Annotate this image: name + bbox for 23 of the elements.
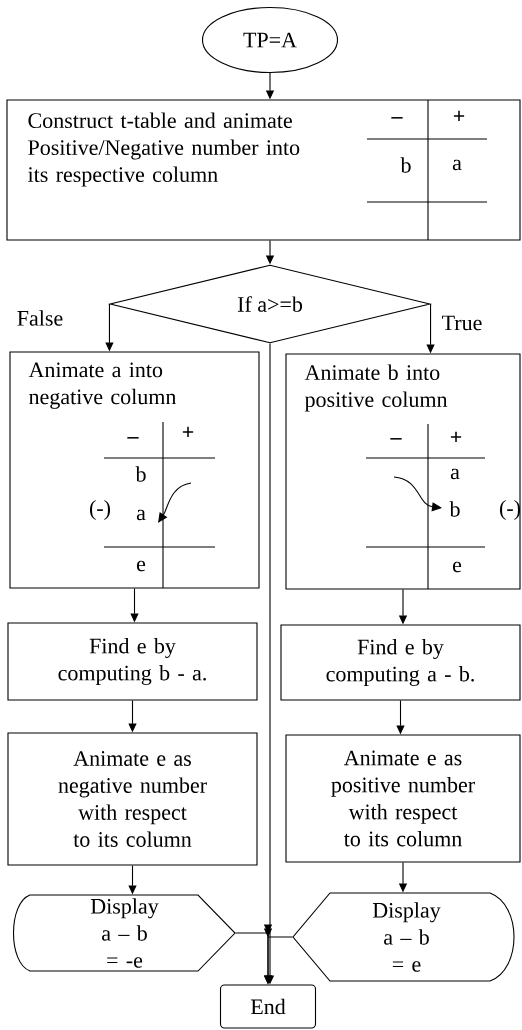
table-entry: a bbox=[136, 509, 146, 521]
table-entry: e bbox=[453, 561, 462, 573]
column-sign: – bbox=[391, 117, 403, 119]
process-box: Animate e as negative number with respect to its column bbox=[7, 732, 258, 866]
table-entry: b bbox=[135, 466, 146, 482]
process-box: Find e by computing b - a. bbox=[7, 622, 258, 701]
table-entry: b bbox=[449, 501, 460, 517]
edge-label: False bbox=[15, 309, 65, 327]
column-sign: + bbox=[453, 110, 465, 122]
sign-note: (-) bbox=[500, 500, 521, 520]
column-sign: – bbox=[127, 437, 139, 439]
sign-note: (-) bbox=[90, 500, 111, 520]
column-sign: + bbox=[450, 431, 462, 443]
column-sign: + bbox=[182, 426, 194, 438]
table-entry: a bbox=[452, 159, 462, 171]
table-entry: a bbox=[450, 468, 460, 480]
process-box: Find e by computing a - b. bbox=[280, 624, 521, 701]
end-box: End bbox=[219, 984, 317, 1029]
table-entry: e bbox=[137, 560, 146, 572]
column-sign: – bbox=[390, 438, 402, 440]
table-entry: b bbox=[400, 157, 411, 173]
edge-label: True bbox=[440, 314, 484, 332]
process-box: Animate e as positive number with respect to its column bbox=[285, 734, 521, 863]
